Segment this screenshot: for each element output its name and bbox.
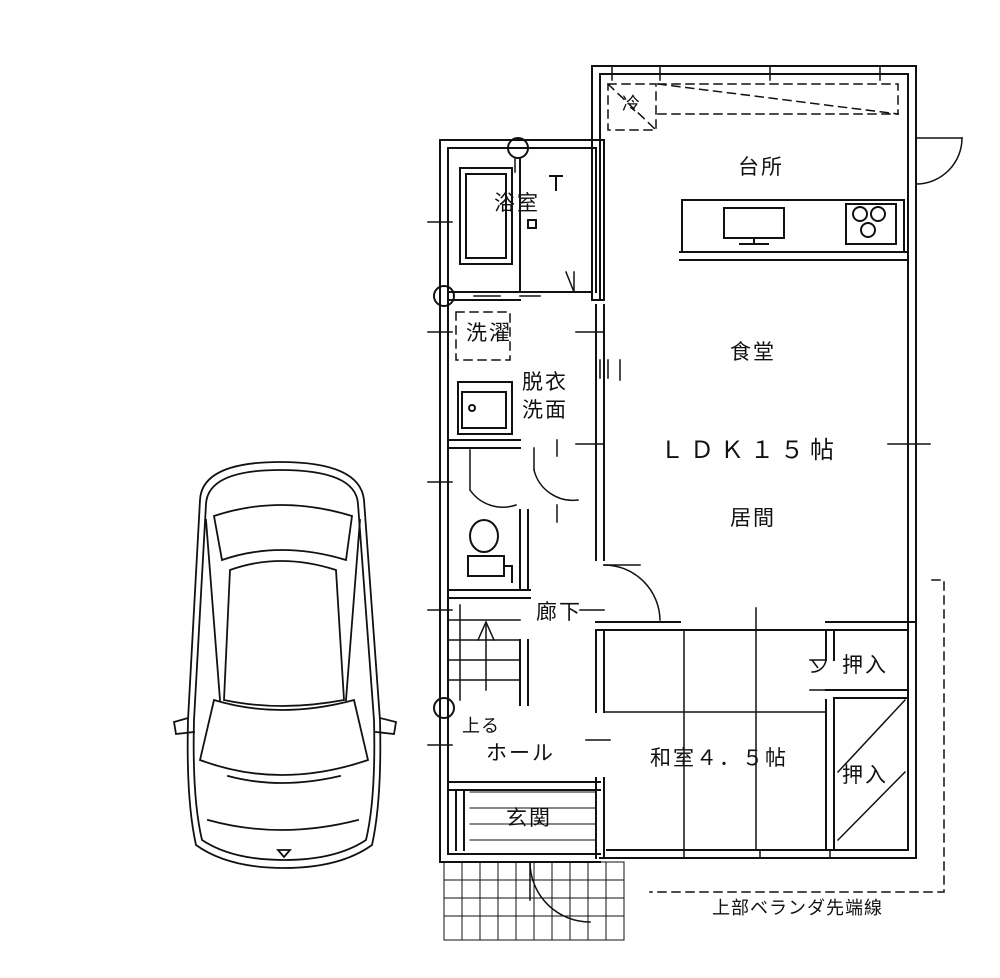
wash-basin: [457, 381, 513, 435]
label-living: 居間: [730, 506, 776, 530]
doors: [468, 137, 963, 923]
pillars: [433, 137, 529, 719]
label-corridor: 廊下: [536, 600, 582, 624]
label-closet-upper: 押入: [842, 653, 888, 677]
label-dining: 食堂: [730, 340, 776, 364]
kitchen-dashed: [455, 82, 945, 893]
toilet: [467, 519, 513, 583]
label-dressing-1: 脱衣: [522, 370, 568, 394]
label-closet-lower: 押入: [842, 763, 888, 787]
label-dressing-2: 洗面: [522, 398, 568, 422]
entrance-tiles: [443, 791, 625, 941]
car-outline: [172, 461, 398, 869]
label-entrance: 玄関: [506, 806, 552, 830]
label-stairs-up: 上る: [462, 716, 500, 737]
label-veranda-line: 上部ベランダ先端線: [712, 898, 883, 919]
label-fridge: 冷: [622, 94, 641, 115]
label-ldk: ＬＤＫ１５帖: [660, 436, 840, 464]
label-bath: 浴室: [494, 191, 540, 215]
label-washitsu: 和室４．５帖: [650, 746, 788, 770]
bathtub: [459, 167, 563, 265]
outer-walls: [439, 65, 917, 863]
kitchen-counter: [681, 199, 905, 253]
label-kitchen: 台所: [738, 155, 784, 179]
stairs: [447, 604, 521, 701]
label-laundry: 洗濯: [466, 321, 512, 345]
label-hall: ホール: [486, 741, 555, 765]
tatami-lines: [603, 607, 827, 851]
